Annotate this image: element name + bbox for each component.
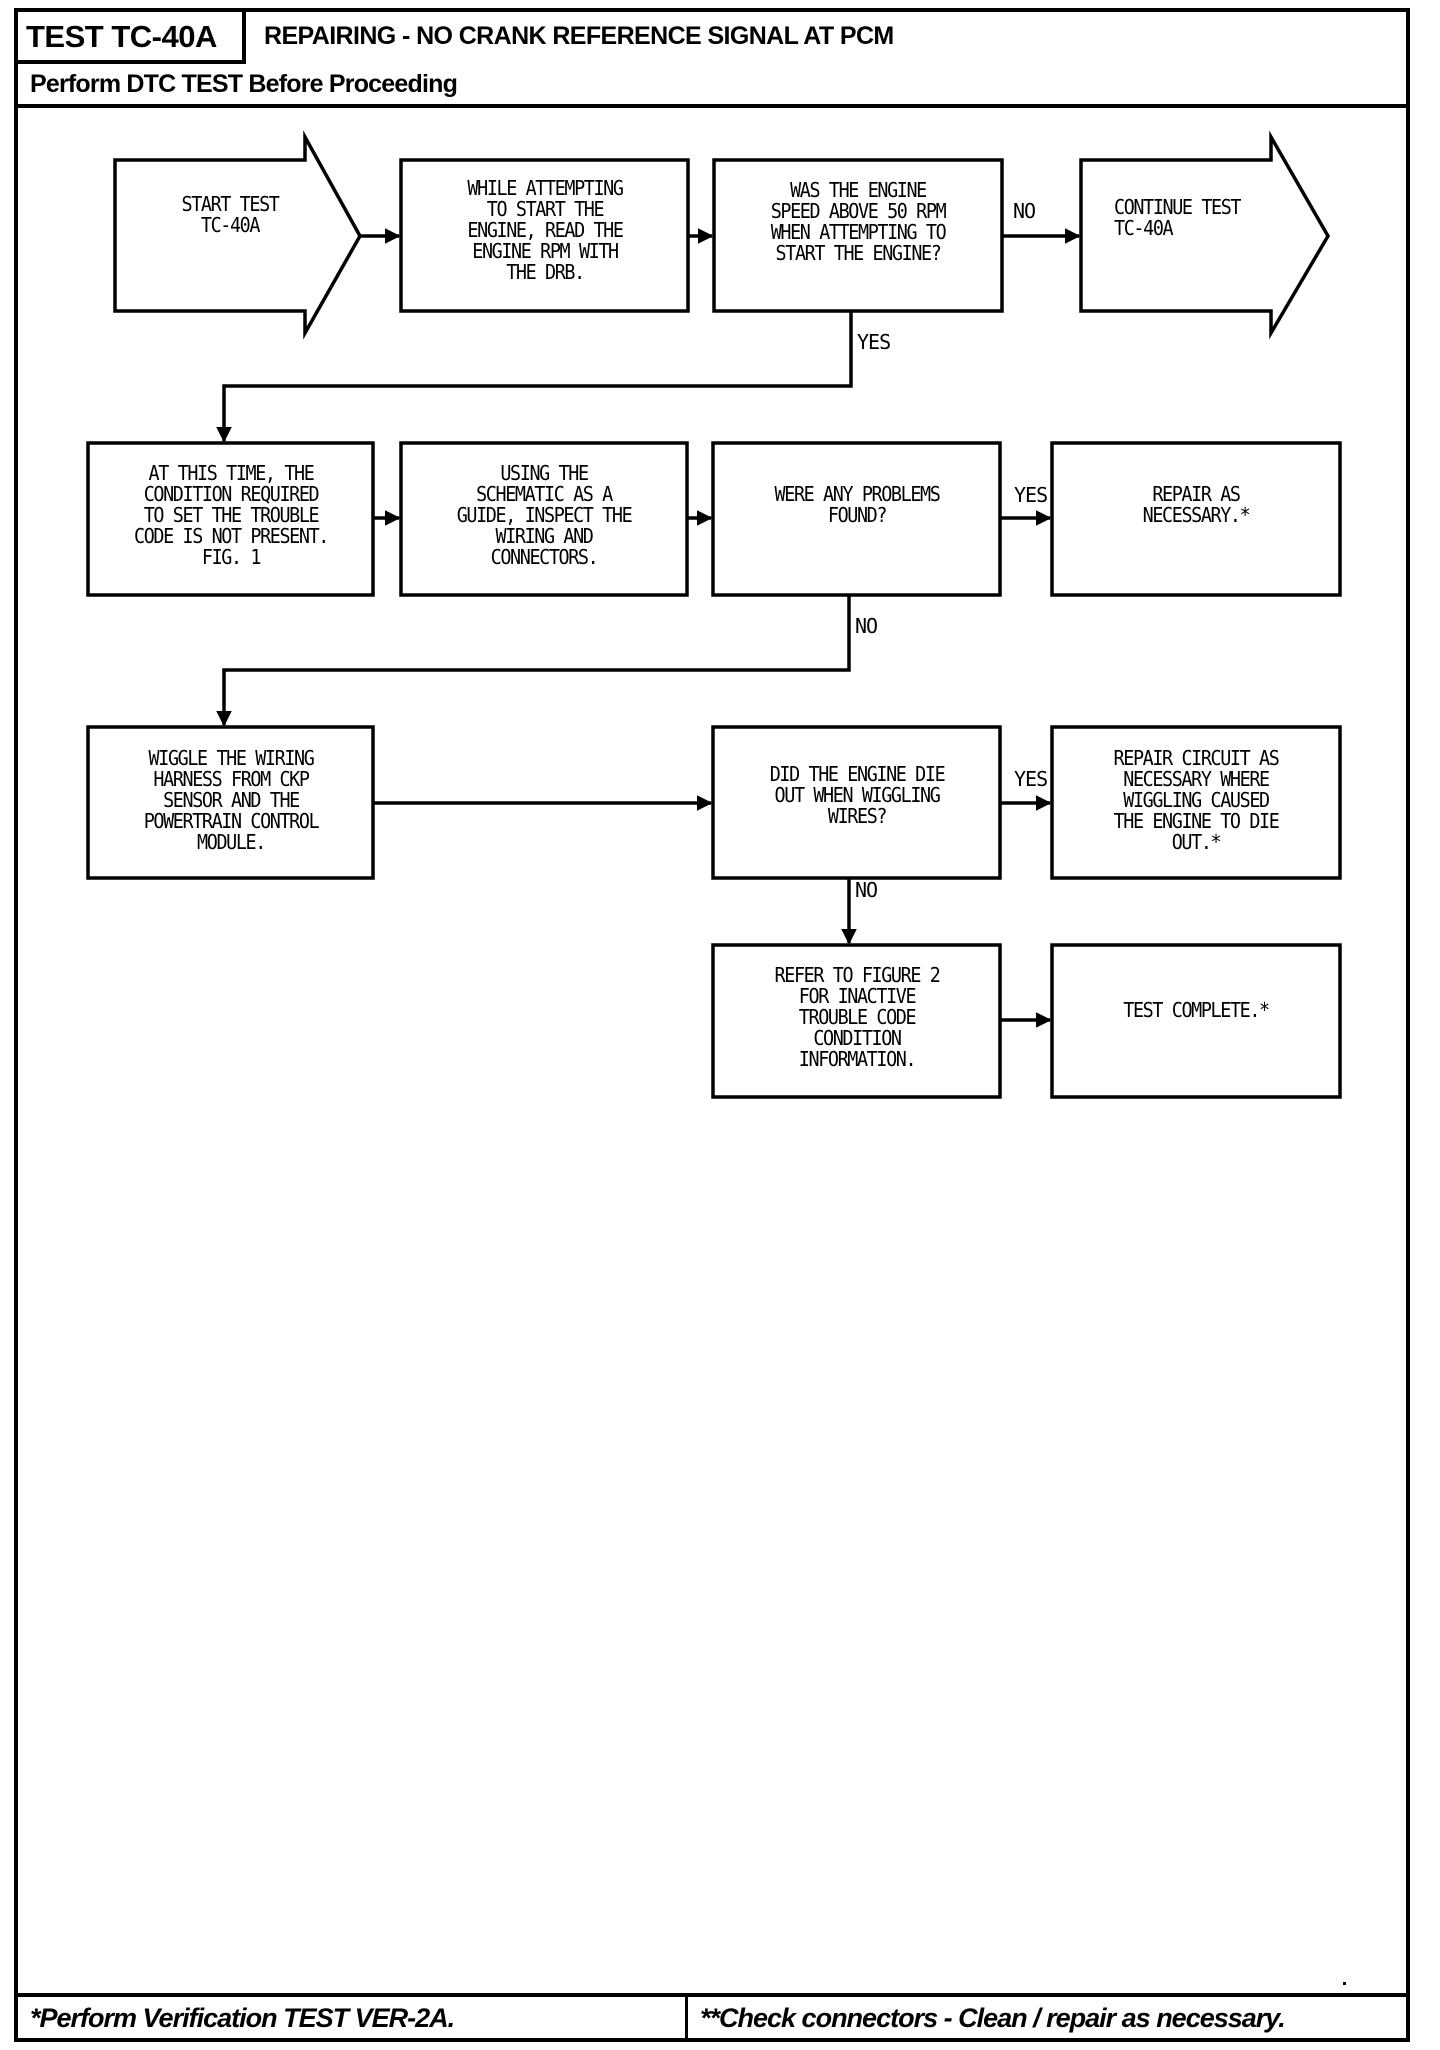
node-continue: CONTINUE TEST TC-40A bbox=[1114, 194, 1241, 240]
node-q-die: DID THE ENGINE DIE OUT WHEN WIGGLING WIR… bbox=[769, 761, 946, 828]
page-subtitle: Perform DTC TEST Before Proceeding bbox=[30, 70, 458, 98]
page-title: REPAIRING - NO CRANK REFERENCE SIGNAL AT… bbox=[264, 22, 894, 50]
edge-label-no: NO bbox=[1013, 199, 1036, 223]
test-id-box: TEST TC-40A bbox=[14, 8, 246, 64]
node-wiggle: WIGGLE THE WIRING HARNESS FROM CKP SENSO… bbox=[143, 745, 320, 854]
edge-label-no: NO bbox=[855, 878, 878, 902]
footer-divider bbox=[14, 1993, 1410, 1997]
node-complete: TEST COMPLETE.* bbox=[1123, 997, 1270, 1022]
edge-label-yes: YES bbox=[1014, 767, 1048, 791]
node-condition-shape bbox=[86, 441, 375, 597]
footer-column-divider bbox=[685, 1993, 688, 2042]
node-inspect-shape bbox=[399, 441, 689, 597]
node-start-shape bbox=[113, 130, 363, 340]
footer-note-verification: *Perform Verification TEST VER-2A. bbox=[30, 2003, 455, 2033]
node-condition: AT THIS TIME, THE CONDITION REQUIRED TO … bbox=[134, 460, 329, 569]
speck bbox=[1343, 1982, 1346, 1985]
edge-label-yes: YES bbox=[1014, 483, 1048, 507]
node-repair-circuit-shape bbox=[1050, 725, 1342, 880]
node-q-speed-shape bbox=[712, 158, 1004, 313]
footer-note-connectors: **Check connectors - Clean / repair as n… bbox=[700, 2003, 1286, 2033]
node-repair-shape bbox=[1050, 441, 1342, 597]
edge-q-speed-to-condition bbox=[216, 311, 853, 443]
node-repair-circuit: REPAIR CIRCUIT AS NECESSARY WHERE WIGGLI… bbox=[1113, 745, 1280, 854]
edge-label-yes: YES bbox=[857, 330, 891, 354]
edge-label-no: NO bbox=[855, 614, 878, 638]
node-complete-shape bbox=[1050, 943, 1342, 1099]
node-repair: REPAIR AS NECESSARY.* bbox=[1142, 482, 1251, 527]
node-q-die-shape bbox=[711, 725, 1002, 880]
node-q-problems-shape bbox=[711, 441, 1002, 597]
header-divider bbox=[14, 104, 1410, 108]
node-inspect: USING THE SCHEMATIC AS A GUIDE, INSPECT … bbox=[456, 460, 633, 569]
node-q-speed: WAS THE ENGINE SPEED ABOVE 50 RPM WHEN A… bbox=[770, 178, 947, 265]
node-q-problems: WERE ANY PROBLEMS FOUND? bbox=[774, 482, 941, 527]
node-read-rpm: WHILE ATTEMPTING TO START THE ENGINE, RE… bbox=[467, 175, 624, 284]
node-start: START TEST TC-40A bbox=[181, 192, 279, 237]
edge-q-problems-to-wiggle bbox=[216, 595, 851, 727]
page-frame bbox=[14, 8, 1410, 2042]
node-refer-fig2: REFER TO FIGURE 2 FOR INACTIVE TROUBLE C… bbox=[774, 962, 941, 1071]
node-continue-shape bbox=[1079, 130, 1331, 340]
node-refer-fig2-shape bbox=[711, 943, 1002, 1099]
